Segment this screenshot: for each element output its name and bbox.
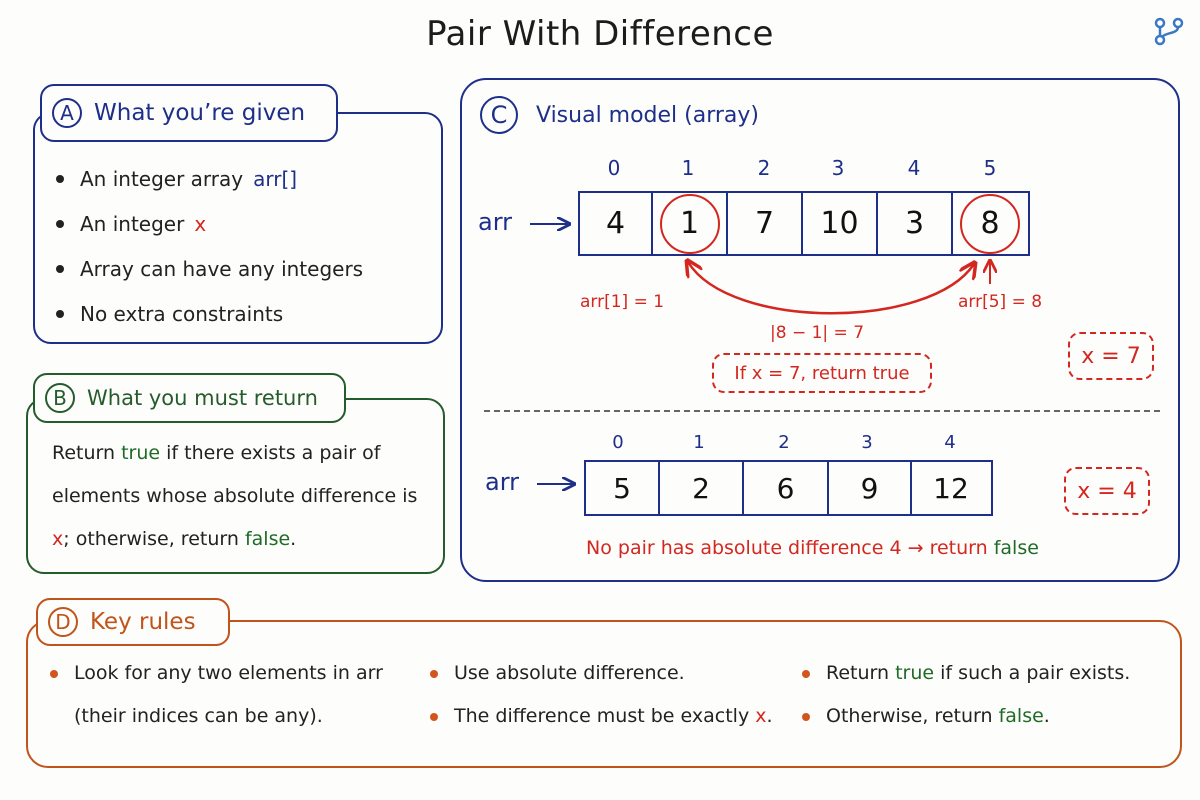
highlight-ring — [960, 193, 1020, 254]
list-item-continued: (their indices can be any). — [74, 705, 323, 727]
array-cell: 10 — [803, 193, 878, 254]
list-item-text: An integer array — [80, 166, 244, 191]
highlight-ring — [659, 193, 720, 254]
list-item: No extra constraints — [56, 291, 363, 336]
bullet-dot — [802, 670, 810, 678]
section-letter-b: B — [45, 383, 75, 413]
list-item: Array can have any integers — [56, 246, 363, 291]
key-rules-header: D Key rules — [36, 598, 230, 646]
return-panel-header: B What you must return — [33, 373, 346, 423]
array-index: 1 — [681, 156, 695, 180]
section-divider — [484, 410, 1160, 412]
section-letter-a: A — [52, 98, 82, 128]
list-item-text: No extra constraints — [80, 301, 284, 326]
difference-calc: |8 − 1| = 7 — [770, 323, 865, 343]
x-value-box: x = 4 — [1064, 467, 1150, 515]
bullet-dot — [430, 670, 438, 678]
false-keyword: false — [998, 705, 1044, 727]
false-keyword: false — [993, 537, 1039, 559]
array-cell: 9 — [829, 462, 912, 514]
rules-column-3: Return true if such a pair exists. Other… — [802, 652, 1172, 738]
array-index: 5 — [983, 156, 997, 180]
false-keyword: false — [244, 528, 291, 550]
array-index: 3 — [861, 432, 873, 453]
list-item: Return true if such a pair exists. — [802, 652, 1172, 695]
array-index: 3 — [831, 156, 845, 180]
rules-column-1: Look for any two elements in arr (their … — [50, 652, 410, 738]
bullet-dot — [56, 264, 64, 273]
list-item-text: Array can have any integers — [80, 256, 364, 281]
array-example-1: 4 1 7 10 3 8 — [578, 191, 1030, 256]
array-cell-highlighted: 8 — [953, 193, 1027, 254]
given-list: An integer array arr[] An integer x Arra… — [56, 156, 363, 336]
array-label: arr — [485, 468, 520, 496]
visual-model-header: C Visual model (array) — [480, 96, 759, 134]
array-index: 2 — [757, 156, 771, 180]
bullet-dot — [56, 219, 64, 228]
key-rules-panel — [26, 620, 1182, 768]
given-panel-title: What you’re given — [94, 100, 306, 126]
array-index: 4 — [944, 432, 956, 453]
array-cell: 12 — [933, 471, 969, 505]
array-cell: 2 — [660, 462, 744, 514]
git-branch-icon — [1154, 17, 1184, 46]
rules-column-2: Use absolute difference. The difference … — [430, 652, 790, 738]
array-index: 4 — [907, 156, 921, 180]
list-item: An integer x — [56, 201, 363, 246]
bullet-dot — [802, 713, 810, 721]
visual-model-panel — [460, 78, 1180, 582]
key-rules-title: Key rules — [90, 609, 196, 635]
return-panel-title: What you must return — [87, 386, 318, 410]
list-item: Otherwise, return false. — [802, 695, 1172, 738]
list-item-text: An integer — [80, 211, 185, 236]
left-value-note: arr[1] = 1 — [580, 292, 665, 312]
true-keyword: true — [895, 662, 935, 684]
bullet-dot — [50, 670, 58, 678]
array-term: arr[] — [253, 166, 298, 191]
bullet-dot — [56, 174, 64, 183]
section-letter-d: D — [48, 607, 78, 637]
return-description: Return true if there exists a pair of el… — [52, 442, 418, 550]
array-cell: 5 — [586, 462, 660, 514]
x-term: x — [755, 705, 767, 727]
list-item: The difference must be exactly x. — [430, 695, 790, 738]
x-term: x — [52, 528, 64, 550]
bullet-dot — [56, 309, 64, 318]
array-cell: 7 — [728, 193, 803, 254]
visual-model-title: Visual model (array) — [536, 102, 760, 128]
list-item: Use absolute difference. — [430, 652, 790, 695]
condition-box: If x = 7, return true — [712, 353, 932, 393]
true-keyword: true — [121, 442, 161, 464]
array-index: 1 — [693, 432, 705, 453]
array-cell-highlighted: 1 — [653, 193, 728, 254]
section-letter-c: C — [480, 96, 518, 134]
list-item: Look for any two elements in arr — [50, 652, 410, 695]
result-text: No pair has absolute difference 4 → retu… — [586, 537, 1039, 559]
array-index: 0 — [607, 156, 621, 180]
array-label: arr — [478, 208, 513, 236]
page-title: Pair With Difference — [426, 14, 774, 54]
array-index: 0 — [612, 432, 624, 453]
array-cell: 4 — [580, 193, 653, 254]
x-value-box: x = 7 — [1068, 332, 1154, 380]
array-cell: 6 — [744, 462, 829, 514]
array-example-2: 5 2 6 9 12 — [584, 460, 993, 516]
bullet-dot — [430, 713, 438, 721]
list-item: An integer array arr[] — [56, 156, 363, 201]
array-index: 2 — [778, 432, 790, 453]
x-term: x — [194, 211, 207, 236]
given-panel-header: A What you’re given — [40, 84, 338, 142]
right-value-note: arr[5] = 8 — [958, 292, 1043, 312]
array-cell: 3 — [878, 193, 953, 254]
